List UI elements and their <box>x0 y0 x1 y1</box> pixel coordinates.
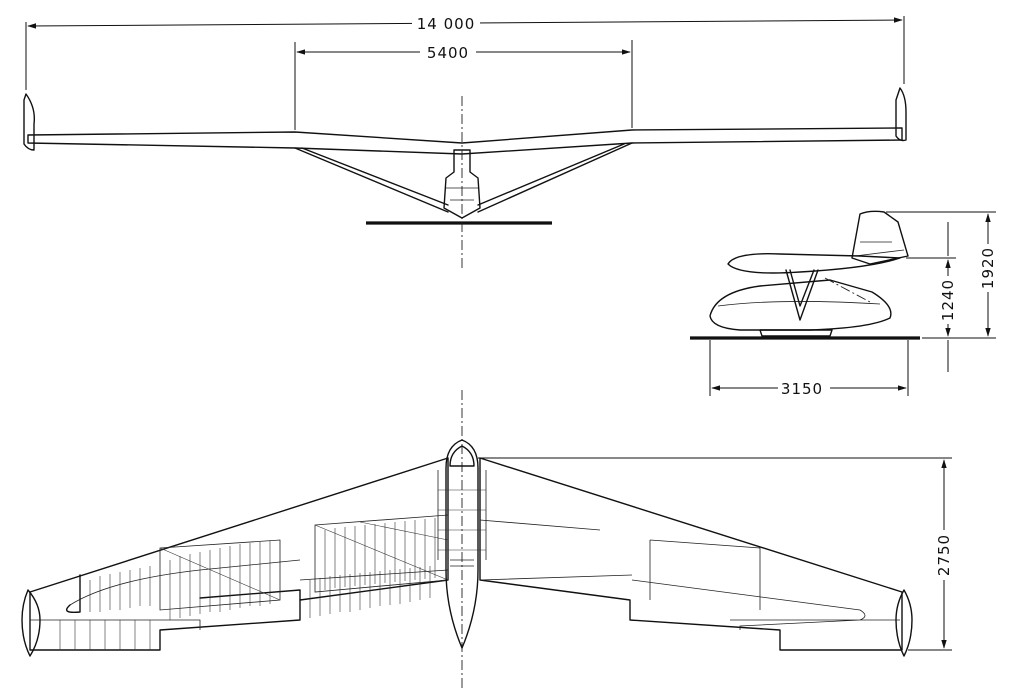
front-view-left-strut <box>294 147 449 213</box>
plan-view-left-ribs <box>59 518 449 650</box>
plan-view-fuselage <box>445 439 479 649</box>
side-view: 3150 1920 1240 <box>690 210 998 398</box>
dim-label-height-total: 1920 <box>979 247 997 289</box>
side-view-fin <box>851 210 909 265</box>
dim-label-height-canopy: 1240 <box>939 279 957 321</box>
plan-view-left-wing <box>29 457 449 651</box>
dim-label-plan-depth: 2750 <box>935 534 953 576</box>
plan-view-right-wing <box>479 457 903 651</box>
dim-label-total-span: 14 000 <box>417 15 476 33</box>
front-view-right-strut <box>477 142 633 213</box>
side-view-wing-section <box>727 253 901 274</box>
plan-view-right-tip-fin <box>895 589 913 657</box>
plan-view: 2750 <box>21 390 954 688</box>
side-view-fuselage <box>709 279 892 331</box>
front-view-right-tip-fin <box>895 87 907 142</box>
front-view-left-tip-fin <box>23 93 36 151</box>
side-view-skid <box>759 329 833 337</box>
plan-view-canopy <box>449 445 475 467</box>
dim-label-center-span: 5400 <box>427 44 469 62</box>
side-view-canopy-frame <box>785 269 819 321</box>
plan-view-left-tip-fin <box>21 589 41 657</box>
front-view: 14 000 5400 <box>23 12 907 270</box>
dim-label-length: 3150 <box>781 380 823 398</box>
front-view-pylon <box>443 149 481 219</box>
